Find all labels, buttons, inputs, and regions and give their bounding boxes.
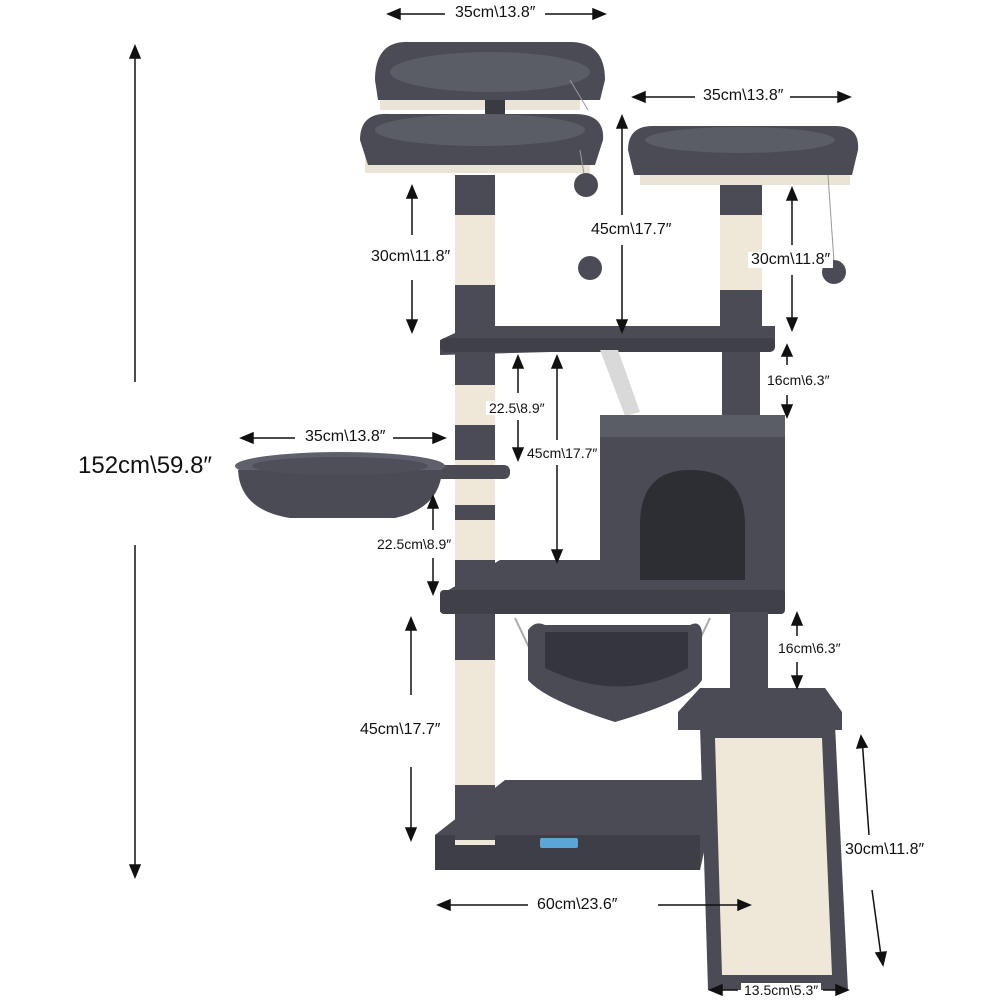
- pom-pom-toy: [578, 256, 602, 280]
- condo-entrance: [640, 470, 745, 580]
- dimension-arrows: [128, 7, 887, 997]
- middle-platform: [440, 326, 775, 416]
- scratching-ramp: [700, 725, 848, 990]
- second-perch: [360, 113, 604, 280]
- upper-platform-gap-label: 16cm\6.3″: [764, 373, 833, 387]
- ramp-height-label: 30cm\11.8″: [842, 842, 928, 858]
- top-post-height-label: 30cm\11.8″: [368, 249, 454, 265]
- ramp-width-label: 13.5cm\5.3″: [741, 983, 822, 997]
- left-basket-width-label: 35cm\13.8″: [302, 429, 389, 445]
- left-main-post: [455, 175, 495, 845]
- brand-tag: [540, 838, 578, 848]
- lower-platform-gap-label: 16cm\6.3″: [775, 641, 844, 655]
- right-upper-post: [720, 185, 762, 420]
- total-height-label: 152cm\59.8″: [75, 454, 215, 478]
- step-platform: [678, 688, 842, 730]
- upper-mid-post-label: 22.5\8.9″: [486, 401, 548, 415]
- right-perch-width-label: 35cm\13.8″: [700, 88, 787, 104]
- left-basket: [235, 452, 510, 518]
- right-post-height-label: 30cm\11.8″: [748, 252, 834, 268]
- right-perch: [628, 125, 859, 284]
- pom-pom-toy: [574, 173, 598, 197]
- top-perch-width-label: 35cm\13.8″: [452, 5, 539, 21]
- ramp-strap: [600, 350, 640, 416]
- lower-platform: [440, 560, 785, 692]
- lower-mid-post-label: 22.5cm\8.9″: [374, 537, 455, 551]
- hanging-hammock: [514, 617, 711, 722]
- mid-span-label: 45cm\17.7″: [524, 446, 601, 460]
- center-span-label: 45cm\17.7″: [588, 222, 675, 238]
- condo-box: [600, 415, 785, 610]
- base-post-height-label: 45cm\17.7″: [357, 722, 444, 738]
- top-perch: [375, 41, 605, 120]
- base-board: [435, 780, 720, 870]
- base-width-label: 60cm\23.6″: [534, 897, 621, 913]
